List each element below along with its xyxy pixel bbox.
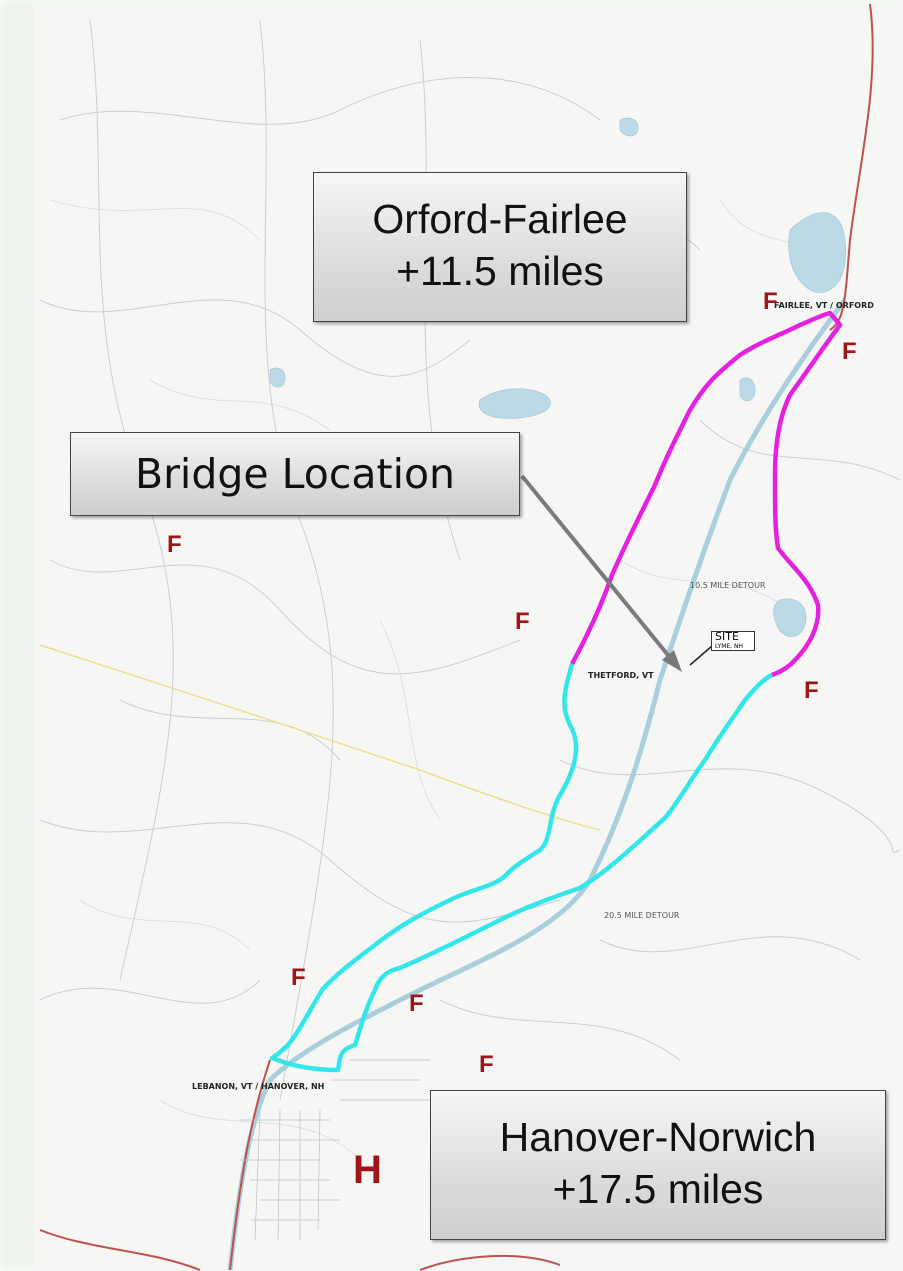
bridge-pointer-arrow: [520, 474, 674, 662]
orford-fairlee-detour-route: [570, 310, 843, 678]
hanover-norwich-callout: Hanover-Norwich +17.5 miles: [430, 1090, 886, 1240]
fire-station-marker: F: [479, 1051, 494, 1078]
orford-fairlee-callout: Orford-Fairlee +11.5 miles: [313, 172, 687, 322]
site-title: SITE: [715, 630, 739, 643]
fairlee-town-label: FAIRLEE, VT / ORFORD: [774, 301, 874, 310]
fire-station-marker: F: [291, 964, 306, 991]
fire-station-marker: F: [804, 677, 819, 704]
hanover-norwich-detour-route: [269, 663, 774, 1073]
fire-station-marker: F: [515, 608, 530, 635]
lebanon-hanover-label: LEBANON, VT / HANOVER, NH: [192, 1082, 325, 1091]
hanover-norwich-route-name: Hanover-Norwich: [499, 1114, 817, 1160]
bridge-location-callout: Bridge Location: [70, 432, 520, 516]
fire-station-marker: F: [409, 990, 424, 1017]
fire-station-marker: F: [842, 338, 857, 365]
thetford-town-label: THETFORD, VT: [588, 671, 654, 680]
detour-10-5-label: 10.5 MILE DETOUR: [690, 581, 766, 590]
fire-station-marker: F: [763, 288, 778, 315]
orford-fairlee-distance: +11.5 miles: [396, 248, 604, 294]
orford-fairlee-route-name: Orford-Fairlee: [372, 196, 628, 242]
site-label-box: SITE LYME, NH: [711, 631, 755, 651]
bridge-location-text: Bridge Location: [134, 450, 456, 498]
detour-20-5-label: 20.5 MILE DETOUR: [604, 911, 680, 920]
fire-station-marker: F: [167, 531, 182, 558]
hanover-norwich-distance: +17.5 miles: [552, 1166, 764, 1212]
site-subtitle: LYME, NH: [715, 643, 743, 650]
hospital-marker: H: [353, 1148, 382, 1192]
bridge-pointer-arrowhead: [662, 650, 682, 672]
